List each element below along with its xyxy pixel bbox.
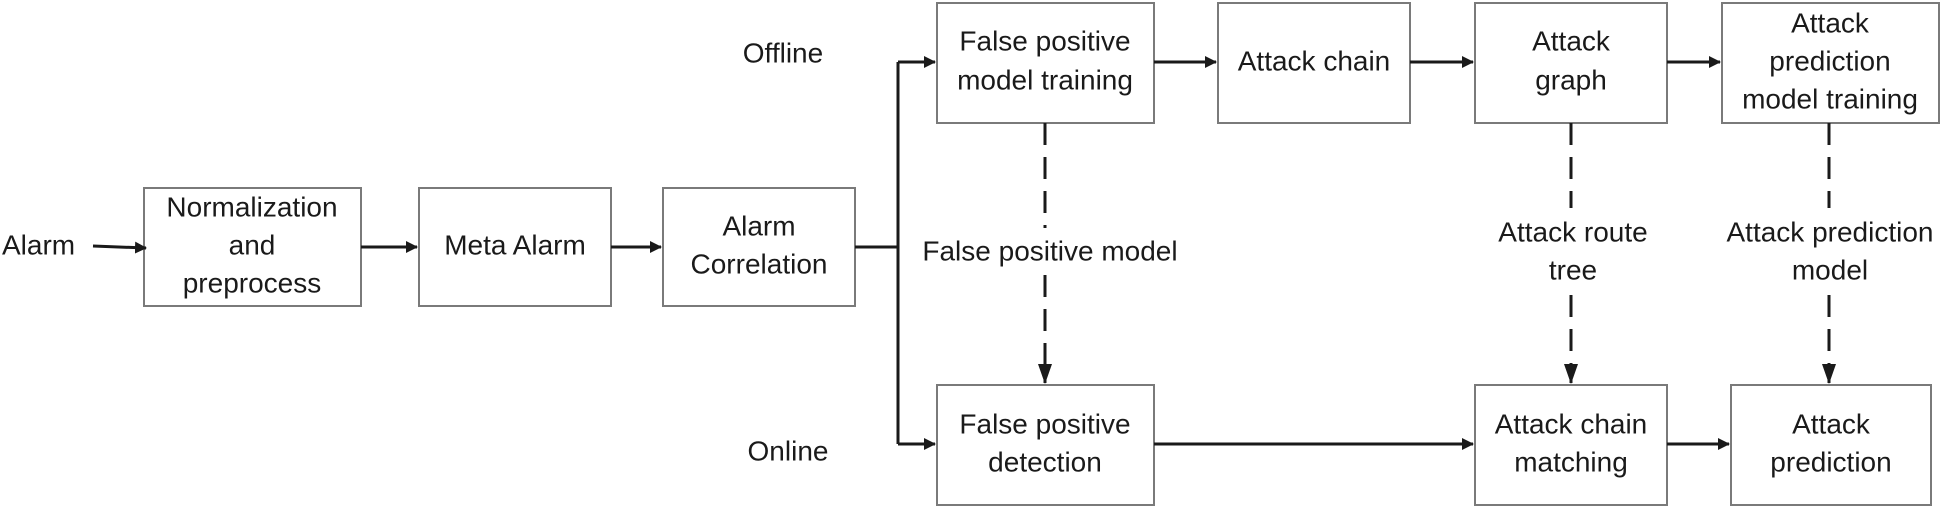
ap-model-training-line1: Attack [1791, 7, 1870, 38]
alarm-correlation-line1: Alarm [722, 210, 795, 241]
normalization-line2: and [229, 229, 276, 260]
attack-prediction-box: Attack prediction [1730, 384, 1932, 506]
attack-graph-box: Attack graph [1474, 2, 1668, 124]
arrow-alarm-to-normalization [92, 241, 147, 254]
attack-chain-matching-box: Attack chain matching [1474, 384, 1668, 506]
fp-detection-box: False positive detection [936, 384, 1155, 506]
attack-prediction-line1: Attack [1792, 408, 1871, 439]
offline-label: Offline [743, 37, 823, 68]
meta-alarm-box: Meta Alarm [418, 187, 612, 307]
alarm-correlation-line2: Correlation [691, 248, 828, 279]
normalization-line3: preprocess [183, 267, 322, 298]
attack-graph-line2: graph [1535, 64, 1607, 95]
fp-model-training-line2: model training [957, 64, 1133, 95]
attack-route-tree-label-line1: Attack route [1498, 216, 1647, 247]
attack-chain-line1: Attack chain [1238, 45, 1391, 76]
ap-model-training-box: Attack prediction model training [1721, 2, 1940, 124]
fp-detection-line2: detection [988, 446, 1102, 477]
attack-prediction-model-label-line2: model [1792, 254, 1868, 285]
attack-prediction-line2: prediction [1770, 446, 1891, 477]
alarm-input-label: Alarm [2, 229, 75, 260]
false-positive-model-label: False positive model [922, 235, 1177, 266]
normalization-box: Normalization and preprocess [143, 187, 362, 307]
normalization-line1: Normalization [166, 191, 337, 222]
fp-model-training-line1: False positive [959, 25, 1130, 56]
attack-chain-matching-line1: Attack chain [1495, 408, 1648, 439]
ap-model-training-line3: model training [1742, 83, 1918, 114]
attack-prediction-model-label-line1: Attack prediction [1727, 216, 1934, 247]
alarm-correlation-box: Alarm Correlation [662, 187, 856, 307]
meta-alarm-line1: Meta Alarm [444, 229, 586, 260]
attack-chain-box: Attack chain [1217, 2, 1411, 124]
attack-graph-line1: Attack [1532, 25, 1611, 56]
fp-model-training-box: False positive model training [936, 2, 1155, 124]
ap-model-training-line2: prediction [1769, 45, 1890, 76]
attack-chain-matching-line2: matching [1514, 446, 1628, 477]
fp-detection-line1: False positive [959, 408, 1130, 439]
online-label: Online [748, 435, 829, 466]
attack-route-tree-label-line2: tree [1549, 254, 1597, 285]
